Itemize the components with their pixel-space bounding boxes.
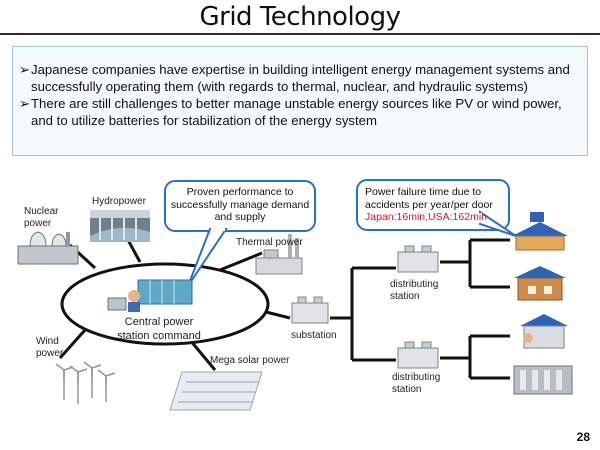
substation-icon	[291, 296, 329, 324]
solar-house-icon-mid	[514, 266, 566, 301]
bullet-text: There are still challenges to better man…	[31, 96, 562, 128]
label-mega-solar: Mega solar power	[210, 355, 290, 366]
wind-turbine-icon	[55, 361, 116, 404]
callout-performance-text: Proven performance to successfully manag…	[170, 186, 310, 223]
mega-solar-icon	[169, 371, 263, 411]
label-thermal: Thermal power	[236, 237, 303, 248]
line-thermal	[219, 251, 263, 272]
label-distributing-top: distributing station	[390, 279, 439, 302]
distribution-station-icon-top	[397, 245, 439, 273]
bullet-item: ➢ There are still challenges to better m…	[19, 95, 581, 129]
thermal-plant-icon	[255, 234, 303, 275]
label-wind: Wind power	[36, 336, 64, 359]
line-substation	[265, 310, 291, 320]
arrow-bullet-icon: ➢	[19, 96, 31, 111]
page-number: 28	[576, 430, 590, 444]
bullet-text: Japanese companies have expertise in bui…	[31, 62, 570, 94]
callout-power-failure-text: Power failure time due to accidents per …	[359, 186, 507, 224]
label-distributing-bottom: distributing station	[392, 372, 441, 395]
callout-performance	[164, 180, 316, 287]
arrow-bullet-icon: ➢	[19, 62, 31, 77]
line-hydro	[126, 239, 142, 263]
label-substation: substation	[291, 330, 337, 341]
label-central-command: Central power station command	[117, 316, 201, 342]
control-room-icon	[107, 279, 193, 312]
solar-house-icon-top	[512, 212, 568, 251]
title-underline	[0, 33, 600, 35]
connection-lines	[58, 238, 510, 380]
office-building-icon	[513, 365, 573, 395]
line-mega-solar	[188, 339, 217, 371]
distribution-station-icon-bottom	[397, 341, 439, 369]
summary-panel: ➢ Japanese companies have expertise in b…	[12, 46, 588, 156]
label-nuclear: Nuclear power	[24, 206, 59, 229]
failure-comparison: Japan:16min,USA:162min	[365, 211, 487, 223]
line-wind	[58, 329, 87, 359]
solar-house-icon-low	[520, 314, 568, 349]
callout-power-failure	[356, 179, 517, 237]
hydropower-dam-icon	[90, 210, 150, 242]
bullet-item: ➢ Japanese companies have expertise in b…	[19, 61, 581, 95]
page-title: Grid Technology	[199, 2, 401, 32]
label-hydro: Hydropower	[92, 196, 146, 207]
nuclear-plant-icon	[17, 231, 79, 265]
